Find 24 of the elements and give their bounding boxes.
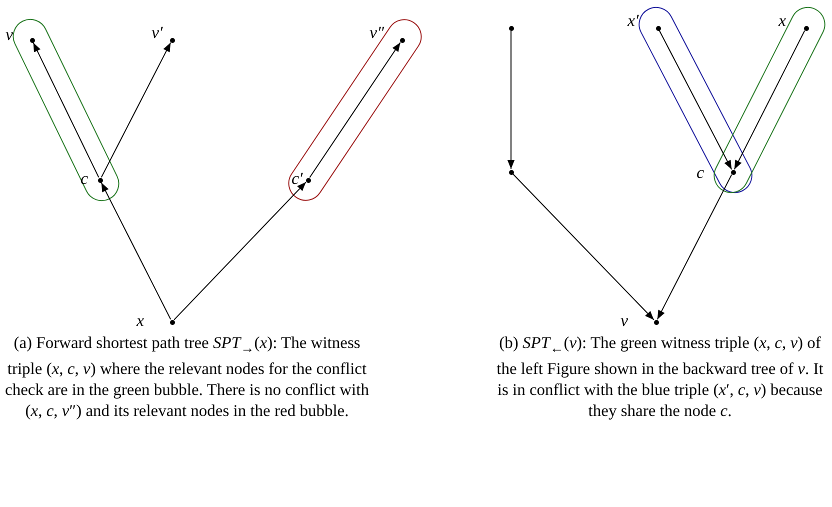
arrow bbox=[100, 42, 172, 178]
vertex-label: v bbox=[6, 26, 14, 42]
vertex-label: v″ bbox=[370, 24, 384, 40]
vertex-label: c bbox=[80, 170, 88, 186]
vertex-label: c bbox=[696, 164, 704, 180]
arrow bbox=[658, 30, 732, 170]
arrow bbox=[507, 30, 515, 170]
arrow bbox=[512, 174, 654, 320]
vertex-dot bbox=[508, 170, 514, 174]
arrow bbox=[174, 182, 306, 320]
arrow bbox=[656, 174, 732, 320]
arrow bbox=[32, 42, 100, 178]
arrow bbox=[734, 30, 806, 170]
arrow bbox=[309, 42, 401, 178]
vertex-label: v bbox=[620, 312, 628, 328]
figure-caption: (b) SPT$_{←}$(v): The green witness triple (x, c, v) of the left Figure shown in the backward tree of v. It is in conflict with the blue triple (x′, c, v) because they share the node c. bbox=[496, 332, 824, 422]
vertex-dot bbox=[508, 26, 514, 30]
vertex-label: v′ bbox=[152, 24, 163, 40]
vertex-label: x′ bbox=[628, 12, 639, 28]
figure-caption: (a) Forward shortest path tree SPT$_{→}$(x): The witness triple (x, c, v) where the relevant nodes for the conflict check are in the green bubble. There is no conflict with (x, c, v″) and its relevant nodes in the red bubble. bbox=[4, 332, 370, 422]
vertex-label: x bbox=[136, 312, 144, 328]
vertex-label: x bbox=[778, 12, 786, 28]
vertex-label: c′ bbox=[292, 170, 303, 186]
arrow bbox=[100, 182, 172, 320]
